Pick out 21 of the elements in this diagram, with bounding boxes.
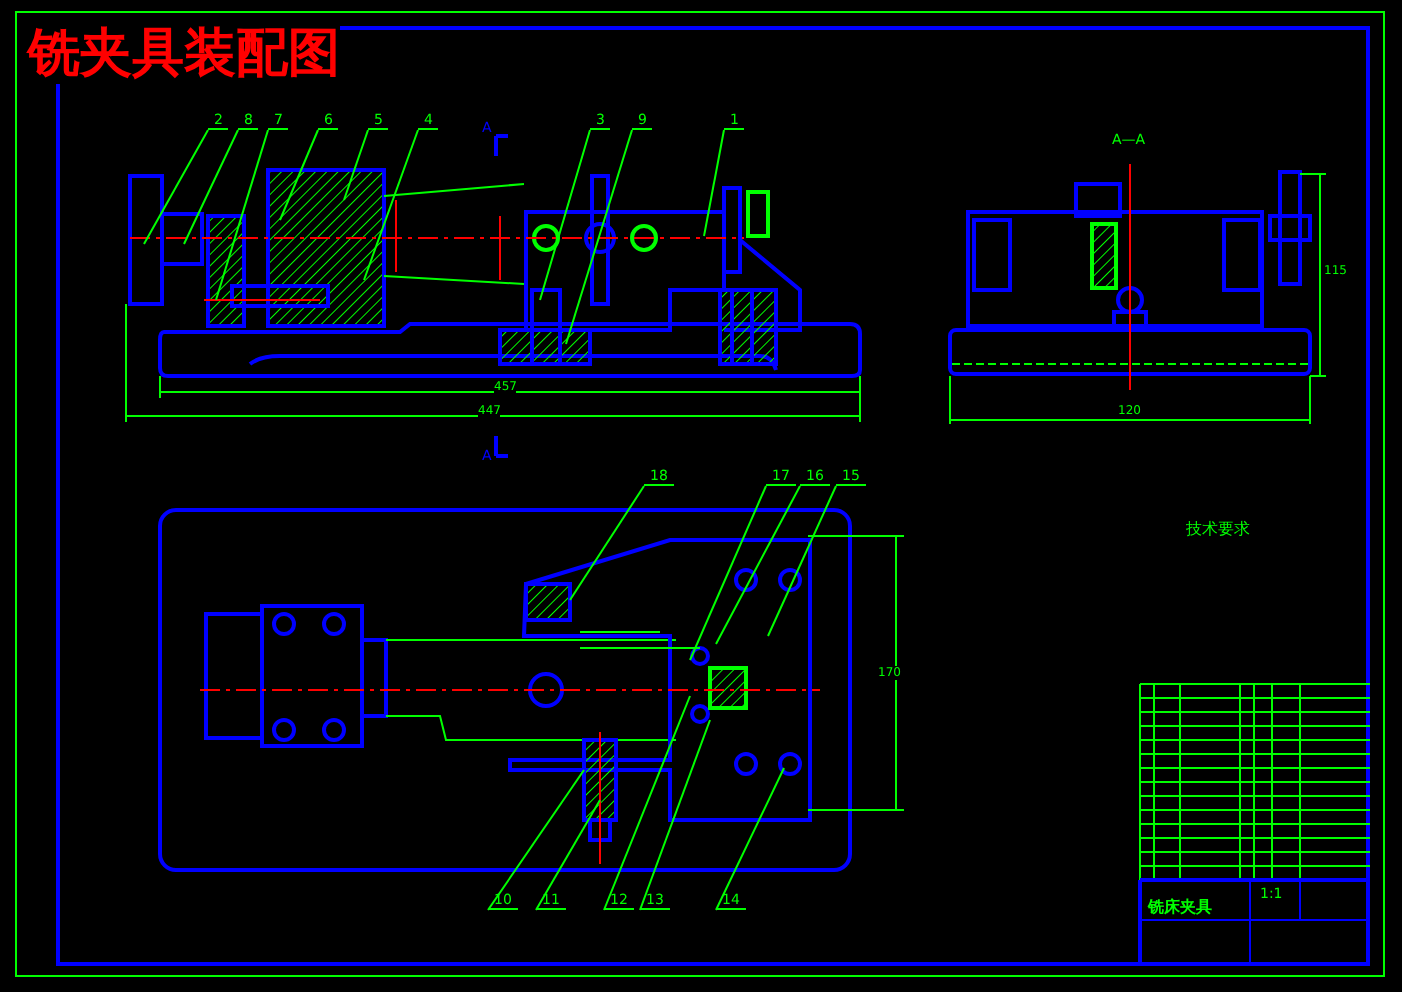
leader-line [767, 485, 837, 637]
title-block-text: 铣床夹具 [1148, 898, 1212, 916]
leader-line [539, 129, 591, 301]
leader-line [689, 485, 767, 661]
leader-line [215, 129, 269, 301]
leader-line [569, 485, 645, 601]
drawing-title: 铣夹具装配图 [28, 24, 340, 84]
leader-line [279, 129, 319, 221]
leader-line [703, 129, 725, 237]
leader-line [143, 129, 209, 245]
notes-heading: 技术要求 [1186, 520, 1250, 538]
leader-line [603, 695, 691, 911]
leader-line [565, 129, 633, 345]
leader-line [715, 485, 801, 645]
leader-line [639, 719, 711, 911]
leader-line [363, 129, 419, 281]
leader-line [183, 129, 239, 245]
leader-line [487, 769, 585, 911]
leader-line [535, 799, 601, 911]
leader-line [343, 129, 369, 201]
leader-line [715, 767, 785, 911]
